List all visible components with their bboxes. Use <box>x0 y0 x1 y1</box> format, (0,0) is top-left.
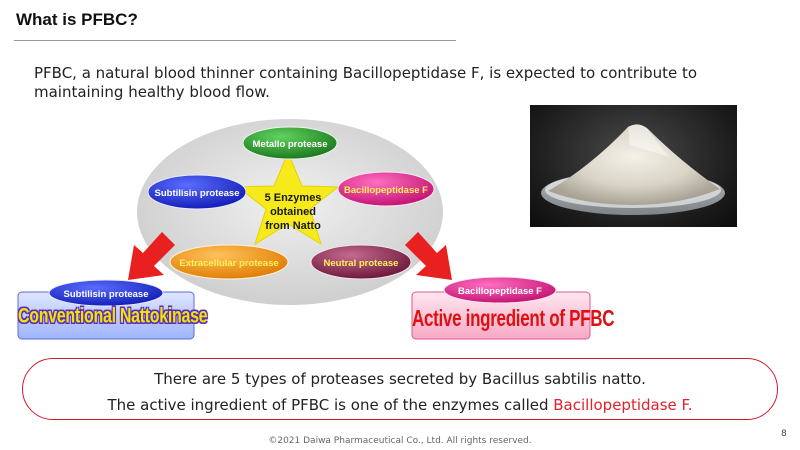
left-box-enzyme-label: Subtilisin protease <box>64 289 149 300</box>
conventional-nattokinase-label: Conventional Nattokinase <box>18 304 208 328</box>
summary-box: There are 5 types of proteases secreted … <box>22 358 778 420</box>
neutral-protease-oval <box>310 244 412 280</box>
copyright-footer: ©2021 Daiwa Pharmaceutical Co., Ltd. All… <box>268 436 532 446</box>
metallo-protease-oval <box>242 126 338 160</box>
star-text-line-3: from Natto <box>265 220 321 232</box>
extracellular-protease-label: Extracellular protease <box>179 258 278 269</box>
star-text-line-1: 5 Enzymes <box>265 192 322 204</box>
left-arrow <box>128 232 175 280</box>
extracellular-protease-oval <box>169 244 289 280</box>
active-ingredient-label: Active ingredient of PFBC <box>412 305 615 332</box>
right-box-enzyme-oval <box>443 276 557 304</box>
summary-line-1: There are 5 types of proteases secreted … <box>154 370 646 388</box>
neutral-protease-label: Neutral protease <box>324 258 399 269</box>
intro-text: PFBC, a natural blood thinner containing… <box>34 64 698 101</box>
star-text-line-2: obtained <box>270 206 316 218</box>
subtilisin-protease-label: Subtilisin protease <box>155 188 240 199</box>
powder-photo <box>530 105 737 227</box>
right-box-enzyme-label: Bacillopeptidase F <box>458 286 542 297</box>
title-underline <box>14 40 456 41</box>
metallo-protease-label: Metallo protease <box>253 139 328 150</box>
subtilisin-protease-oval <box>147 174 247 210</box>
summary-line-2-text: The active ingredient of PFBC is one of … <box>107 396 554 414</box>
center-star <box>236 151 340 246</box>
bacillopeptidase-label: Bacillopeptidase F <box>344 185 428 196</box>
left-box-enzyme-oval <box>48 279 164 307</box>
bacillopeptidase-oval <box>337 171 435 207</box>
summary-line-2: The active ingredient of PFBC is one of … <box>23 396 777 414</box>
powder-dish-image <box>541 124 725 215</box>
summary-highlight: Bacillopeptidase F. <box>553 396 693 414</box>
page-title: What is PFBC? <box>16 10 138 29</box>
page-number: 8 <box>781 429 787 439</box>
right-arrow <box>405 232 452 280</box>
